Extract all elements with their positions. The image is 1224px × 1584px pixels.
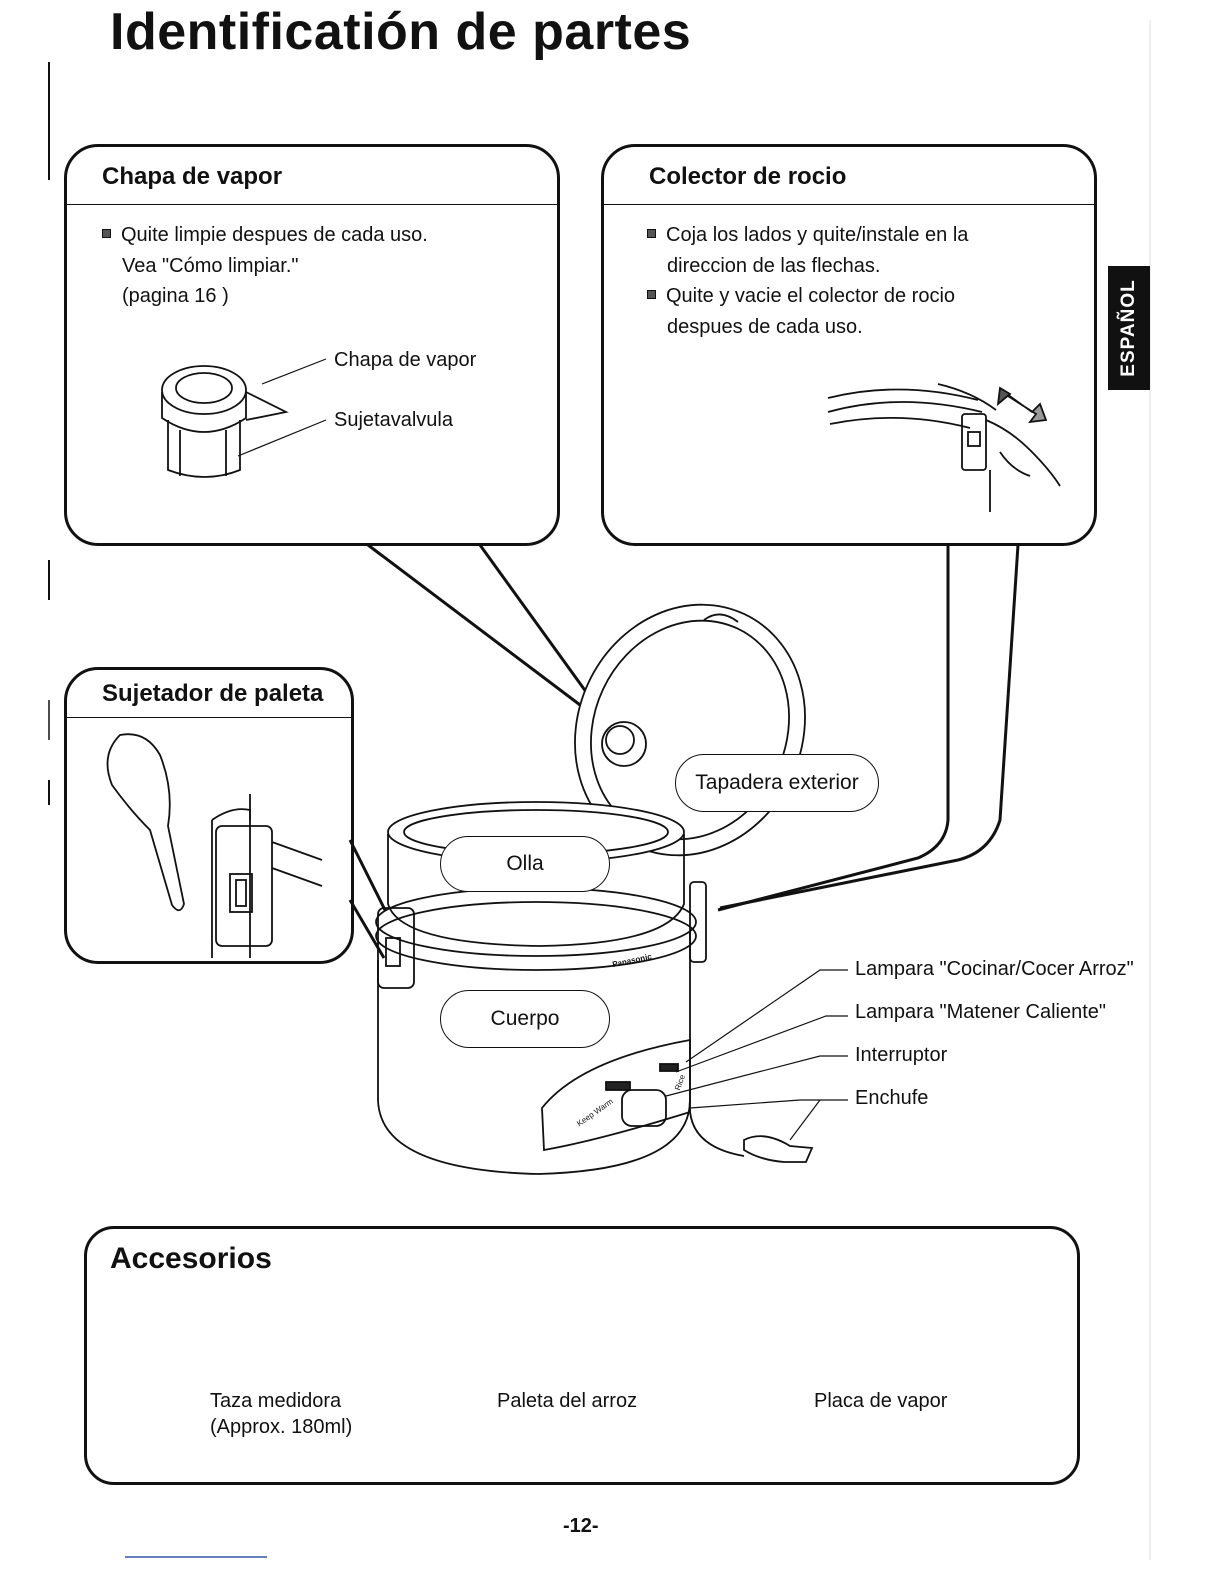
label-lampara-cocinar: Lampara "Cocinar/Cocer Arroz" (855, 958, 1134, 980)
arrow-icon (1003, 391, 1048, 424)
colector-b1-line2: direccion de las flechas. (667, 254, 881, 277)
colector-b2-line2: despues de cada uso. (667, 315, 863, 338)
taza-line2: (Approx. 180ml) (210, 1416, 353, 1438)
label-interruptor: Interruptor (855, 1044, 948, 1066)
sujetador-de-paleta-box (64, 667, 354, 964)
paleta-caption: Paleta del arroz (497, 1390, 638, 1412)
page-title: Identificatión de partes (110, 3, 692, 61)
language-tab: ESPAÑOL (1108, 266, 1150, 390)
label-cuerpo: Cuerpo (440, 990, 610, 1048)
colector-box-title: Colector de rocio (649, 163, 847, 190)
accesorios-box (84, 1226, 1080, 1485)
placa-caption: Placa de vapor (814, 1390, 948, 1412)
chapa-line2: Vea "Cómo limpiar." (122, 254, 299, 277)
bullet-icon (647, 290, 656, 300)
chapa-box-rule (67, 204, 557, 205)
taza-line1: Taza medidora (210, 1390, 342, 1412)
label-sujetavalvula: Sujetavalvula (334, 409, 453, 431)
paleta-box-title: Sujetador de paleta (102, 680, 324, 707)
label-olla: Olla (440, 836, 610, 892)
colector-instructions: Coja los lados y quite/instale en la dir… (647, 220, 968, 342)
dew-collector-icon (827, 383, 1061, 512)
bullet-icon (102, 229, 111, 239)
steam-cap-icon (161, 365, 289, 478)
colector-b2-line1: Quite y vacie el colector de rocio (666, 285, 956, 307)
arrow-icon (996, 386, 1012, 407)
label-chapa-de-vapor: Chapa de vapor (334, 349, 477, 371)
accesorios-title: Accesorios (110, 1242, 272, 1275)
chapa-box-title: Chapa de vapor (102, 163, 283, 190)
rice-cooker-icon (375, 603, 814, 1175)
chapa-line1: Quite limpie despues de cada uso. (121, 224, 428, 246)
paddle-holder-icon (106, 733, 323, 958)
chapa-instructions: Quite limpie despues de cada uso. Vea "C… (102, 220, 428, 312)
label-lampara-matener: Lampara "Matener Caliente" (855, 1001, 1106, 1023)
chapa-de-vapor-box (64, 144, 560, 546)
page-number: -12- (563, 1515, 599, 1537)
label-enchufe: Enchufe (855, 1087, 929, 1109)
label-tapadera-exterior: Tapadera exterior (675, 754, 879, 812)
colector-b1-line1: Coja los lados y quite/instale en la (666, 224, 969, 246)
paleta-box-rule (67, 717, 351, 718)
colector-box-rule (604, 204, 1094, 205)
colector-de-rocio-box (601, 144, 1097, 546)
chapa-line3: (pagina 16 ) (122, 285, 229, 307)
bullet-icon (647, 229, 656, 239)
taza-caption: Taza medidora (Approx. 180ml) (210, 1388, 352, 1440)
